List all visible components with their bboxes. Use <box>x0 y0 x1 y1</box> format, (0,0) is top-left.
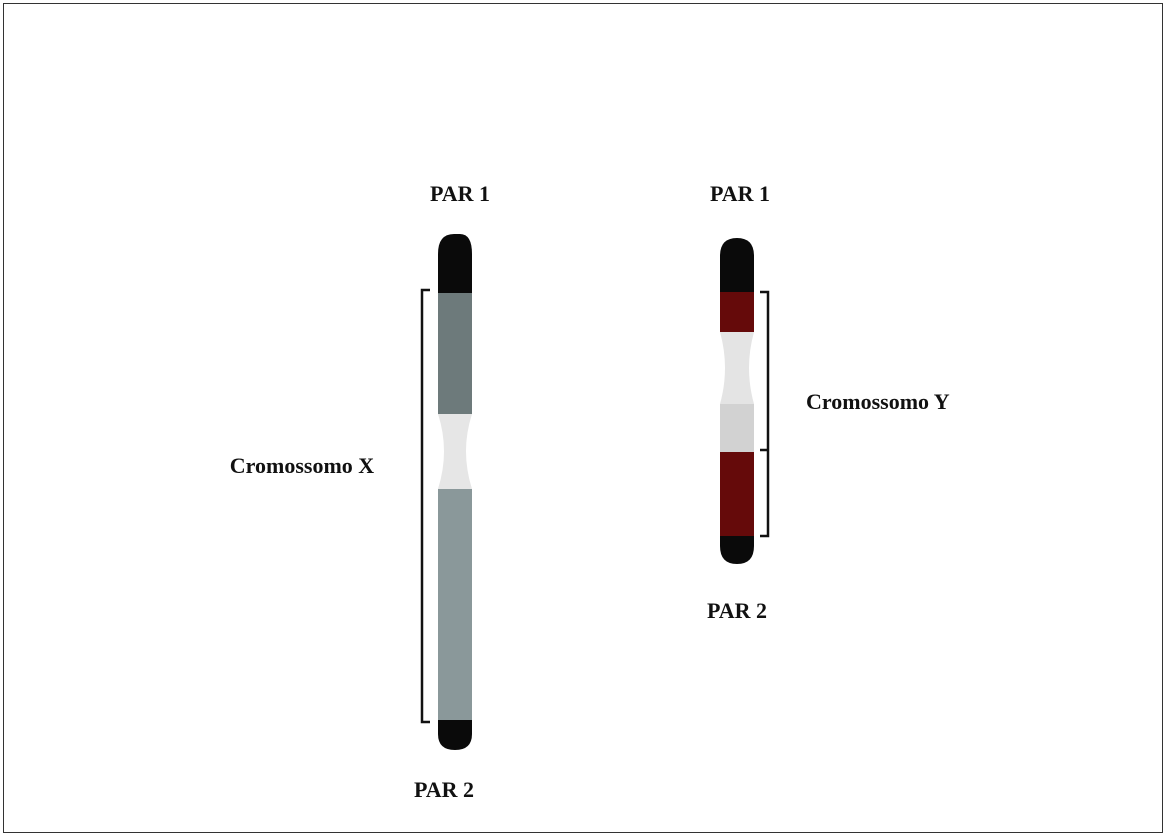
chromosome-diagram: PAR 1 Cromossomo X PAR 2 PAR 1 Cromossom… <box>230 181 950 802</box>
x-chromosome-label: Cromossomo X <box>230 453 375 478</box>
y-centromere <box>720 332 754 404</box>
y-light-band <box>720 404 754 452</box>
y-lower-dark-band <box>720 452 754 536</box>
x-upper-arm <box>438 293 472 414</box>
y-par2-telomere <box>720 536 754 564</box>
y-par2-label: PAR 2 <box>707 598 767 623</box>
x-bracket <box>420 288 430 724</box>
y-par1-telomere <box>720 238 754 292</box>
x-par2-telomere <box>438 720 472 750</box>
y-par1-label: PAR 1 <box>710 181 770 206</box>
diagram-frame: PAR 1 Cromossomo X PAR 2 PAR 1 Cromossom… <box>3 3 1163 833</box>
chromosome-x: PAR 1 Cromossomo X PAR 2 <box>230 181 490 802</box>
x-lower-arm <box>438 489 472 720</box>
x-par1-telomere <box>438 234 472 293</box>
y-upper-dark-band <box>720 292 754 332</box>
x-par1-label: PAR 1 <box>430 181 490 206</box>
x-par2-label: PAR 2 <box>414 777 474 802</box>
y-bracket <box>760 290 770 538</box>
chromosome-y: PAR 1 Cromossomo Y PAR 2 <box>707 181 950 623</box>
y-chromosome-label: Cromossomo Y <box>806 389 950 414</box>
x-centromere <box>438 414 472 489</box>
